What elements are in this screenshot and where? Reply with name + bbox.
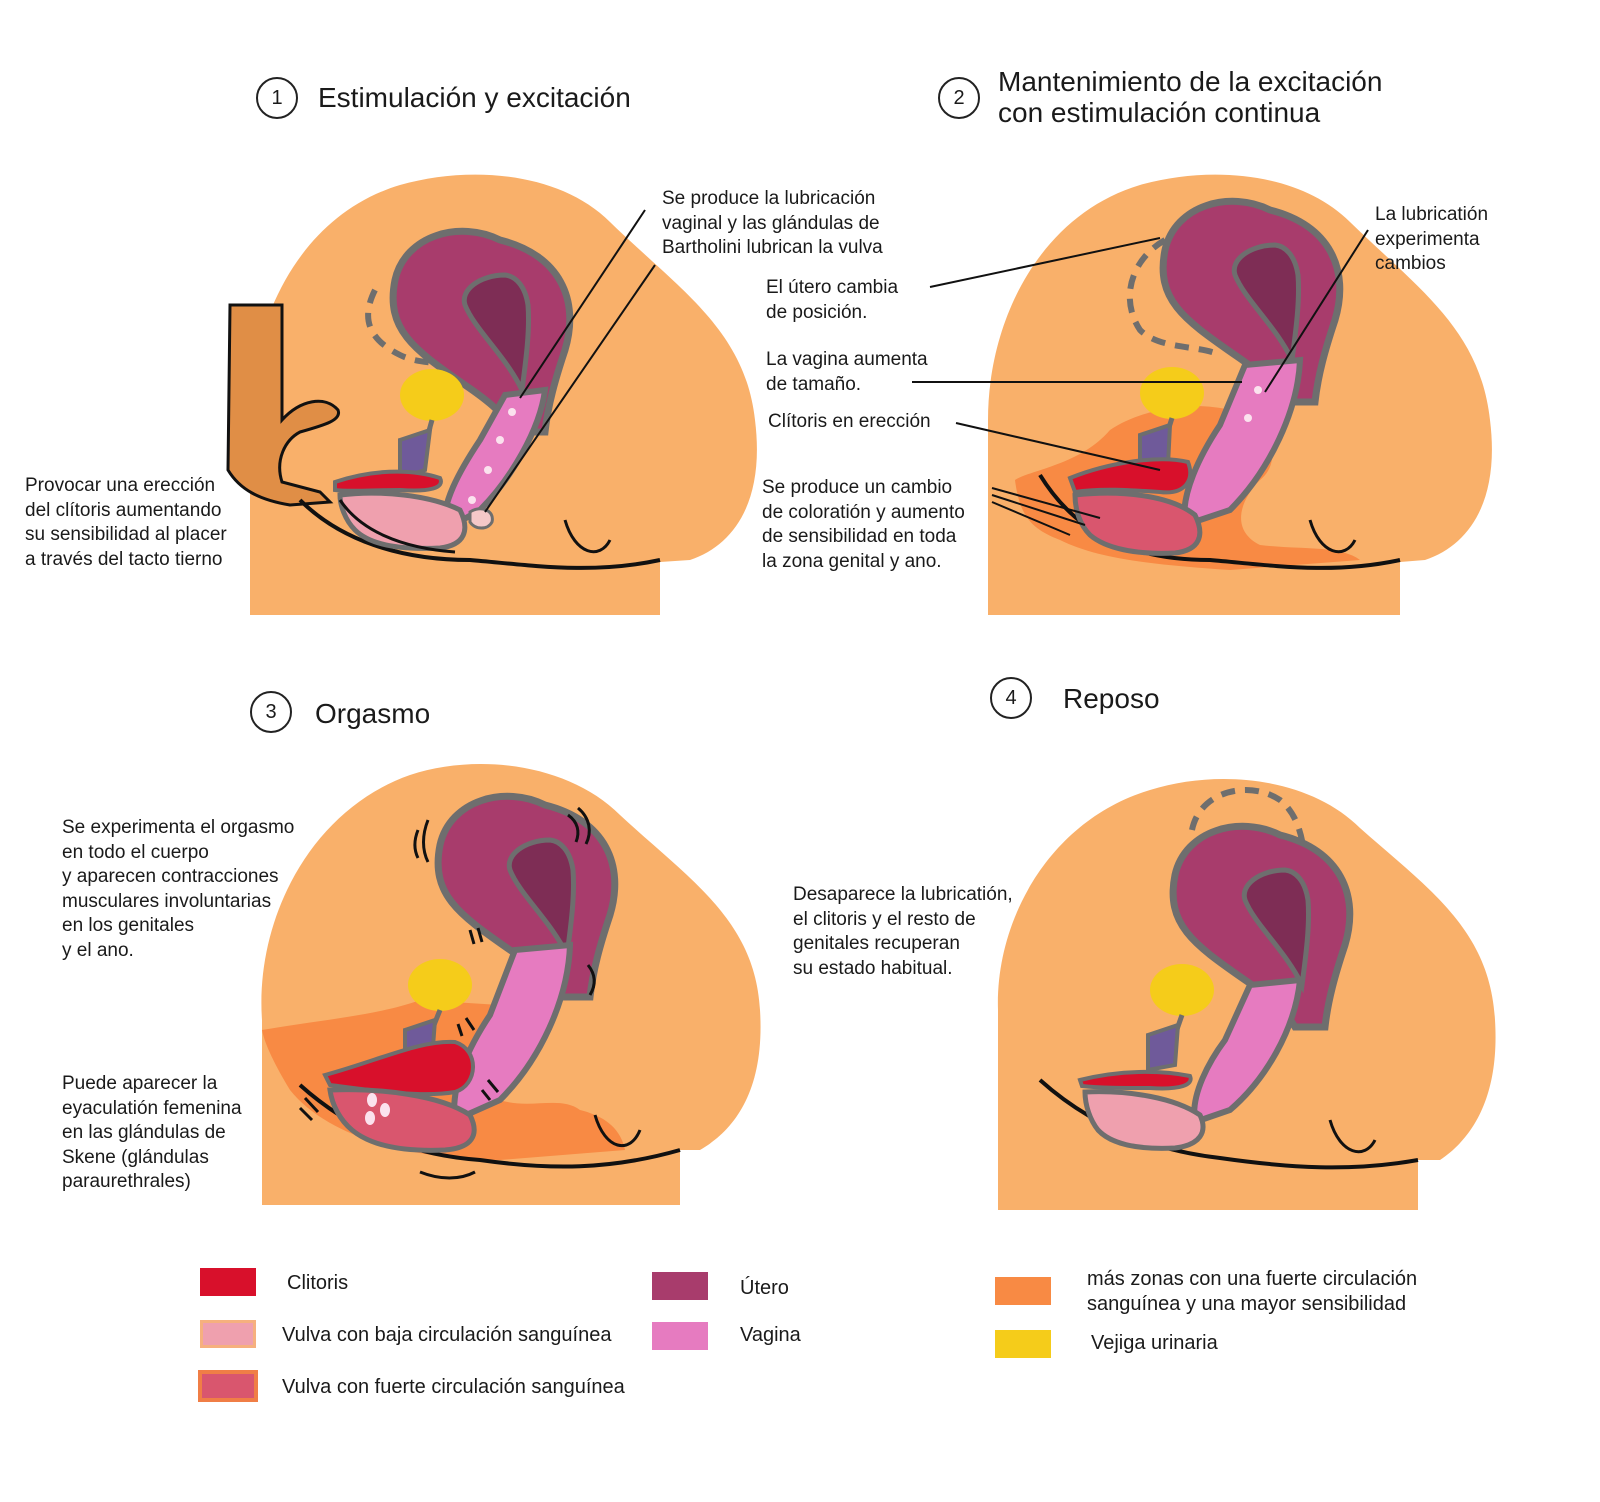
vagina-shape bbox=[1191, 976, 1304, 1126]
vagina-shape bbox=[1181, 356, 1304, 529]
clitoris-body bbox=[398, 427, 433, 481]
legend-label-vulva-high: Vulva con fuerte circulación sanguínea bbox=[282, 1376, 625, 1398]
step-number-1: 1 bbox=[256, 77, 298, 119]
bladder-shape bbox=[400, 369, 464, 421]
panel-title-4: Reposo bbox=[1063, 683, 1160, 714]
vulva-shape bbox=[327, 1087, 477, 1153]
legend-swatch-vagina bbox=[652, 1322, 708, 1350]
perineum-line bbox=[298, 498, 661, 570]
legend-swatch-zones bbox=[995, 1277, 1051, 1305]
buttock-line bbox=[1308, 519, 1357, 554]
note-rest: Desaparece la lubricatión, el clitoris y… bbox=[793, 884, 1013, 979]
note-orgasm: Se experimenta el orgasmo en todo el cue… bbox=[62, 817, 295, 961]
panel-4-illustration bbox=[997, 778, 1496, 1210]
legend-label-clitoris: Clitoris bbox=[287, 1272, 349, 1294]
clitoris-shape bbox=[1077, 1069, 1193, 1091]
legend-label-vulva-low: Vulva con baja circulación sanguínea bbox=[282, 1324, 612, 1346]
legend-label-vagina: Vagina bbox=[740, 1324, 801, 1346]
legend-label-zones: más zonas con una fuerte circulación san… bbox=[1087, 1268, 1418, 1315]
panel-title-1: Estimulación y excitación bbox=[318, 82, 631, 113]
note-uterus-position: El útero cambia de posición. bbox=[766, 277, 899, 323]
step-number-2: 2 bbox=[938, 77, 980, 119]
note-clitoris-erection: Provocar una erección del clítoris aumen… bbox=[25, 475, 227, 570]
note-lubrication: Se produce la lubricación vaginal y las … bbox=[662, 188, 883, 258]
note-ejaculation: Puede aparecer la eyaculatión femenina e… bbox=[62, 1073, 242, 1192]
buttock-line bbox=[593, 1114, 642, 1148]
clitoris-shape bbox=[333, 469, 443, 493]
bladder-shape bbox=[1140, 367, 1204, 419]
note-lubrication-changes: La lubricatión experimenta cambios bbox=[1375, 204, 1489, 274]
step-number-3: 3 bbox=[250, 691, 292, 733]
legend-swatch-vulva-high bbox=[198, 1370, 258, 1402]
buttock-line bbox=[1328, 1119, 1377, 1154]
hand-finger bbox=[226, 303, 341, 507]
buttock-line bbox=[563, 519, 612, 554]
previous-uterus-outline bbox=[1189, 787, 1309, 926]
legend-swatch-vulva-low bbox=[200, 1320, 256, 1348]
vulva-shape bbox=[1082, 1089, 1206, 1151]
bartholin-gland bbox=[468, 507, 494, 530]
previous-uterus-outline bbox=[1126, 237, 1222, 358]
legend-swatch-clitoris bbox=[200, 1268, 256, 1296]
bladder-shape bbox=[408, 959, 472, 1011]
legend-label-bladder: Vejiga urinaria bbox=[1091, 1332, 1218, 1354]
note-clitoris-erect: Clítoris en erección bbox=[768, 411, 931, 432]
note-vagina-size: La vagina aumenta de tamaño. bbox=[766, 349, 928, 395]
clitoris-body bbox=[1146, 1022, 1181, 1073]
legend-swatch-bladder bbox=[995, 1330, 1051, 1358]
panel-2-illustration bbox=[912, 174, 1492, 616]
legend-swatch-uterus bbox=[652, 1272, 708, 1300]
legend-label-uterus: Útero bbox=[740, 1277, 789, 1299]
panel-title-3: Orgasmo bbox=[315, 698, 431, 729]
step-number-4: 4 bbox=[990, 677, 1032, 719]
panel-title-2: Mantenimiento de la excitación con estim… bbox=[998, 66, 1383, 128]
panel-1-illustration bbox=[226, 174, 757, 616]
vulva-shape bbox=[337, 490, 468, 551]
contraction-marks bbox=[298, 806, 596, 1180]
vulva-shape bbox=[1072, 490, 1203, 556]
panel-3-illustration bbox=[261, 764, 761, 1205]
bladder-shape bbox=[1150, 964, 1214, 1016]
vagina-shape bbox=[451, 941, 574, 1125]
note-color-change: Se produce un cambio de coloratión y aum… bbox=[762, 477, 965, 572]
